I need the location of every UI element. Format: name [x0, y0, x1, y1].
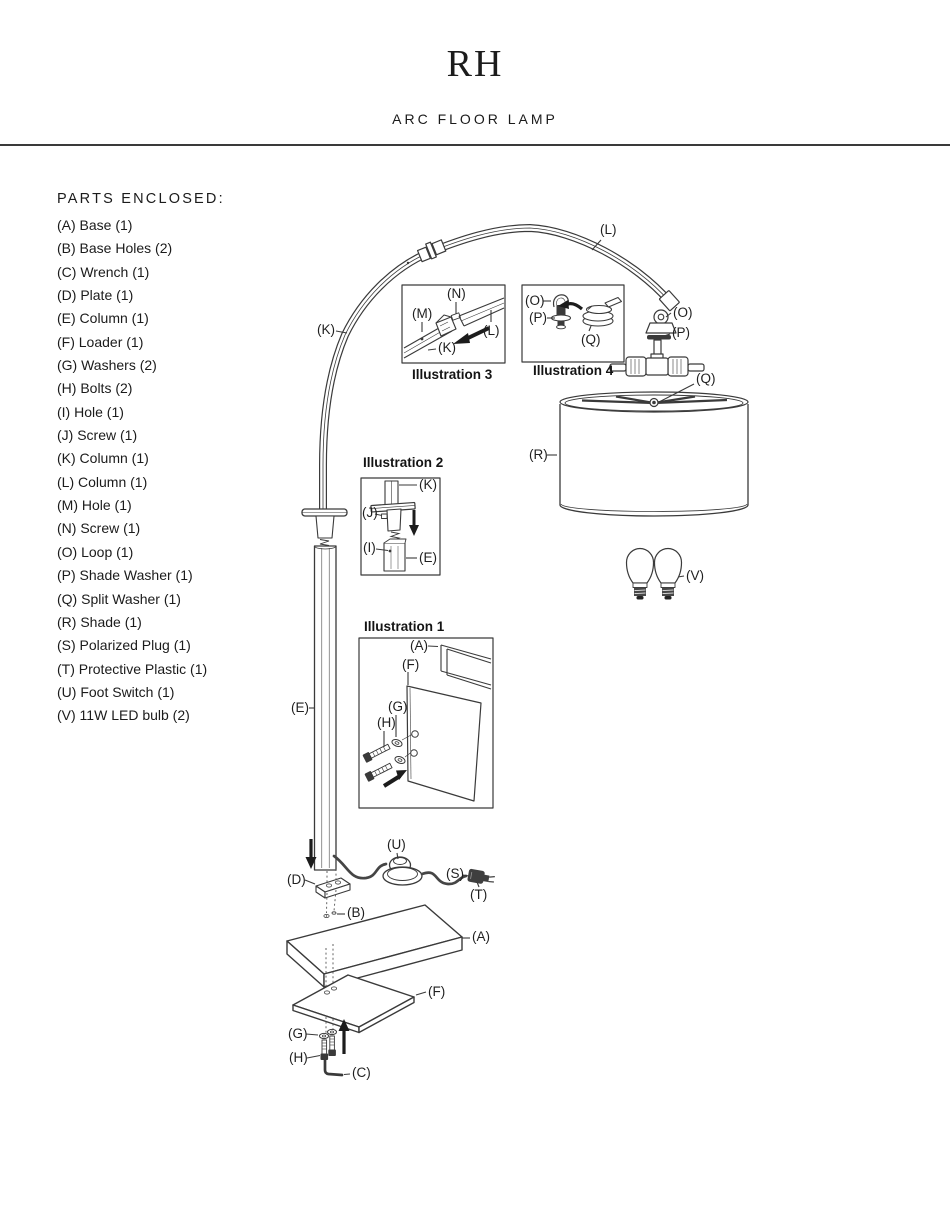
callout-main-B: (B)	[347, 905, 365, 920]
illustration-1-drawing	[362, 644, 492, 802]
callout-ill3-M: (M)	[412, 306, 433, 321]
parts-list-item: (N) Screw (1)	[57, 520, 141, 537]
callout-ill3-L: (L)	[483, 323, 500, 338]
cord-and-foot-switch-drawing	[332, 854, 495, 886]
callout-main-P: (P)	[672, 325, 690, 340]
callout-main-O: (O)	[673, 305, 693, 320]
illustration-2-caption: Illustration 2	[363, 455, 444, 470]
parts-list-item: (U) Foot Switch (1)	[57, 683, 175, 700]
column-drawing	[301, 508, 348, 871]
callout-ill3-N: (N)	[447, 286, 466, 301]
parts-list-item: (H) Bolts (2)	[57, 380, 133, 397]
illustration-1-caption: Illustration 1	[364, 619, 445, 634]
shade-drawing	[559, 391, 749, 517]
illustration-2-drawing	[370, 480, 419, 572]
parts-list-item: (L) Column (1)	[57, 473, 148, 490]
parts-list-heading: PARTS ENCLOSED:	[57, 191, 225, 207]
loader-drawing	[292, 974, 415, 1034]
plug-drawing	[467, 868, 495, 884]
callout-main-V: (V)	[686, 568, 704, 583]
parts-list-item: (A) Base (1)	[57, 217, 133, 233]
led-bulbs-drawing	[625, 547, 683, 601]
callout-ill1-F: (F)	[402, 657, 420, 672]
header-divider	[0, 144, 950, 146]
parts-list-item: (Q) Split Washer (1)	[57, 590, 181, 607]
parts-list-item: (K) Column (1)	[57, 450, 149, 467]
callout-main-L: (L)	[600, 222, 617, 237]
callout-ill2-E: (E)	[419, 550, 437, 565]
callout-leader-lines	[304, 239, 695, 1076]
parts-list: (A) Base (1) (B) Base Holes (2) (C) Wrench…	[57, 214, 207, 728]
callout-ill2-J: (J)	[362, 505, 378, 520]
parts-list-item: (G) Washers (2)	[57, 357, 157, 374]
product-title: ARC FLOOR LAMP	[392, 111, 558, 127]
hardware-drawing	[319, 1019, 350, 1077]
callout-ill2-K: (K)	[419, 477, 437, 492]
callout-ill4-O: (O)	[525, 293, 545, 308]
rh-logo: RH	[446, 43, 504, 85]
callout-main-H: (H)	[289, 1050, 308, 1065]
wrench-drawing	[323, 1057, 344, 1077]
parts-list-item: (I) Hole (1)	[57, 403, 124, 420]
parts-list-item: (J) Screw (1)	[57, 427, 138, 444]
callout-main-F: (F)	[428, 984, 446, 999]
callout-ill1-A: (A)	[410, 638, 428, 653]
callout-ill1-G: (G)	[388, 699, 408, 714]
callout-main-S: (S)	[446, 866, 464, 881]
lamp-head-drawing	[609, 290, 705, 377]
illustration-4-drawing	[550, 294, 622, 330]
callout-ill1-H: (H)	[377, 715, 396, 730]
base-drawing	[286, 904, 463, 988]
callout-ill4-P: (P)	[529, 310, 547, 325]
arc-tube-drawing	[319, 223, 673, 513]
illustration-3-drawing	[403, 297, 505, 359]
callout-main-T: (T)	[470, 887, 488, 902]
callout-main-A: (A)	[472, 929, 490, 944]
illustration-3-caption: Illustration 3	[412, 367, 493, 382]
alignment-dotted-lines	[323, 869, 337, 919]
parts-list-item: (D) Plate (1)	[57, 287, 134, 304]
parts-list-item: (S) Polarized Plug (1)	[57, 637, 191, 654]
parts-list-item: (O) Loop (1)	[57, 543, 134, 560]
callout-main-U: (U)	[387, 837, 406, 852]
callout-ill4-Q: (Q)	[581, 332, 601, 347]
plate-drawing	[315, 877, 351, 899]
parts-list-item: (R) Shade (1)	[57, 613, 142, 630]
parts-list-item: (P) Shade Washer (1)	[57, 567, 193, 584]
alignment-dotted-lines-lower	[323, 944, 337, 1033]
parts-list-item: (B) Base Holes (2)	[57, 240, 173, 257]
callout-ill3-K: (K)	[438, 340, 456, 355]
callout-main-E: (E)	[291, 700, 309, 715]
down-arrow	[305, 839, 317, 869]
callout-main-C: (C)	[352, 1065, 371, 1080]
parts-list-item: (T) Protective Plastic (1)	[57, 660, 208, 677]
callout-main-G: (G)	[288, 1026, 308, 1041]
arc-joint-collar	[416, 239, 447, 263]
parts-list-item: (V) 11W LED bulb (2)	[57, 707, 190, 724]
callout-main-R: (R)	[529, 447, 548, 462]
parts-list-item: (F) Loader (1)	[57, 333, 144, 350]
callout-main-D: (D)	[287, 872, 306, 887]
parts-list-item: (E) Column (1)	[57, 310, 149, 327]
parts-list-item: (M) Hole (1)	[57, 497, 132, 514]
callout-main-Q: (Q)	[696, 371, 716, 386]
callout-main-K: (K)	[317, 322, 335, 337]
parts-list-item: (C) Wrench (1)	[57, 263, 150, 280]
illustration-4-caption: Illustration 4	[533, 363, 614, 378]
callout-ill2-I: (I)	[363, 540, 376, 555]
